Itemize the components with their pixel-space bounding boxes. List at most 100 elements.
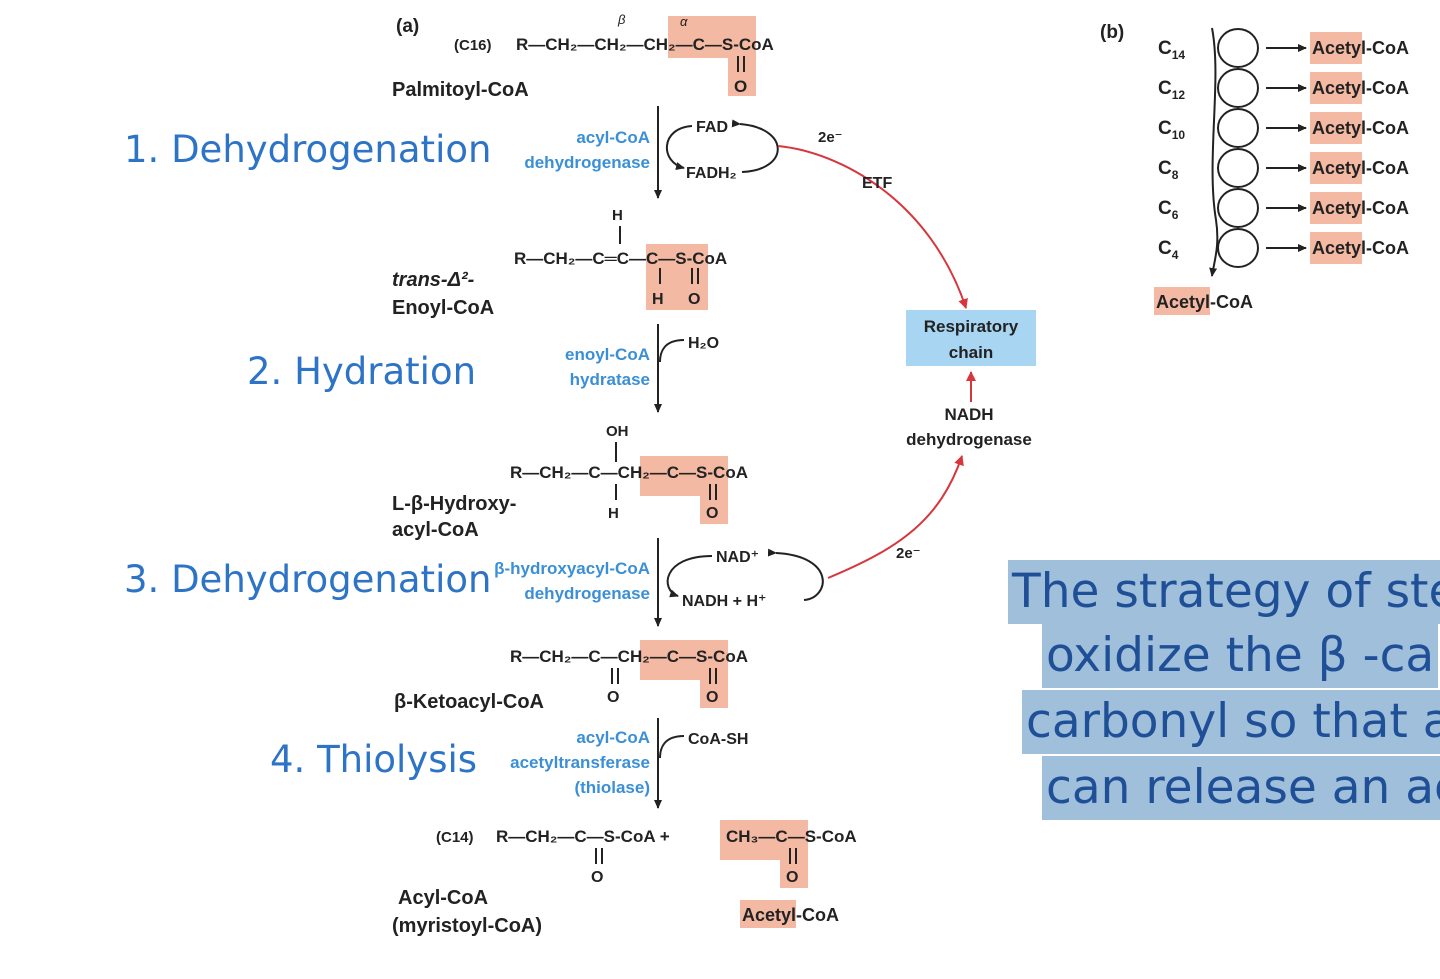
cycle-loop xyxy=(1217,108,1259,148)
two-e-label-1: 2e⁻ xyxy=(818,129,843,146)
step4-title: 4. Thiolysis xyxy=(270,738,478,781)
selected-quote-text[interactable]: The strategy of step oxidize the β -ca c… xyxy=(1008,560,1440,822)
panel-a-label: (a) xyxy=(396,16,419,37)
acetyl-highlight xyxy=(1310,72,1362,104)
step3-title: 3. Dehydrogenation xyxy=(124,558,492,601)
respiratory-chain-label-1: Respiratory xyxy=(924,317,1019,336)
respiratory-chain-box xyxy=(906,310,1036,366)
acetyl-highlight xyxy=(1310,112,1362,144)
step2-title: 2. Hydration xyxy=(247,350,477,393)
svg-text:R—CH₂—C—CH₂—C—S-CoA: R—CH₂—C—CH₂—C—S-CoA xyxy=(510,463,748,482)
acetyl-highlight xyxy=(1310,152,1362,184)
fadh2-label: FADH₂ xyxy=(686,165,737,182)
nadh-label: NADH + H⁺ xyxy=(682,593,766,610)
svg-text:O: O xyxy=(607,689,619,706)
panel-b-final-highlight xyxy=(1154,287,1210,315)
nadh-dh-label-1: NADH xyxy=(944,405,993,424)
step3-enzyme-2: dehydrogenase xyxy=(524,584,650,603)
two-e-label-2: 2e⁻ xyxy=(896,545,921,562)
acetyl-coa-label: Acetyl-CoA xyxy=(1312,78,1409,98)
svg-text:R—CH₂—CH₂—CH₂—C—S-CoA: R—CH₂—CH₂—CH₂—C—S-CoA xyxy=(516,35,774,54)
cycle-loop xyxy=(1217,68,1259,108)
fadh2-electron-arrow xyxy=(777,145,968,309)
step2-enzyme-1: enoyl-CoA xyxy=(565,345,650,364)
enoyl-coa-label-2: Enoyl-CoA xyxy=(392,297,494,319)
svg-text:R—CH₂—C—S-CoA +: R—CH₂—C—S-CoA + xyxy=(496,827,670,846)
panel-b-final-product: Acetyl-CoA xyxy=(1156,292,1253,312)
ketoacyl-coa-label: β-Ketoacyl-CoA xyxy=(394,691,544,713)
quote-line-2: oxidize the β -ca xyxy=(1042,624,1439,688)
cycle-loop xyxy=(1217,228,1259,268)
svg-text:R—CH₂—C═C—C—S-CoA: R—CH₂—C═C—C—S-CoA xyxy=(514,249,727,268)
acetyl-highlight xyxy=(1310,232,1362,264)
h2o-label: H₂O xyxy=(688,335,719,352)
svg-text:CH₃—C—S-CoA: CH₃—C—S-CoA xyxy=(726,827,857,846)
cycle-loop xyxy=(1217,28,1259,68)
chain-label-c8: C8 xyxy=(1158,158,1179,182)
acetyl-coa-label: Acetyl-CoA xyxy=(1312,158,1409,178)
panel-b-label: (b) xyxy=(1100,22,1124,43)
chain-label-c4: C4 xyxy=(1158,238,1179,262)
step1-enzyme-1: acyl-CoA xyxy=(576,128,650,147)
svg-text:O: O xyxy=(688,291,700,308)
quote-line-3: carbonyl so that a xyxy=(1022,690,1440,754)
step1-title: 1. Dehydrogenation xyxy=(124,128,492,171)
nadh-dh-label-2: dehydrogenase xyxy=(906,430,1032,449)
acetyl-coa-label: Acetyl-CoA xyxy=(1312,38,1409,58)
coash-label: CoA-SH xyxy=(688,731,748,748)
enoyl-coa-label-1: trans-Δ²- xyxy=(392,269,475,291)
chain-label-c10: C10 xyxy=(1158,118,1185,142)
svg-text:H: H xyxy=(612,207,623,224)
ketoacyl-coa-structure: R—CH₂—C—CH₂—C—S-CoA O O xyxy=(510,640,748,708)
step1-enzyme-2: dehydrogenase xyxy=(524,153,650,172)
acetyl-coa-label: Acetyl-CoA xyxy=(1312,238,1409,258)
quote-line-1: The strategy of step xyxy=(1008,560,1440,624)
hydroxyacyl-label-2: acyl-CoA xyxy=(392,519,479,541)
step2-enzyme-2: hydratase xyxy=(570,370,650,389)
beta-label: β xyxy=(617,12,626,27)
step3-enzyme-1: β-hydroxyacyl-CoA xyxy=(494,559,650,578)
step4-enzyme-1: acyl-CoA xyxy=(576,728,650,747)
chain-length-label: (C16) xyxy=(454,37,492,54)
acyl-coa-label-1: Acyl-CoA xyxy=(398,887,488,909)
acyl-coa-label-2: (myristoyl-CoA) xyxy=(392,915,542,937)
spiral-spine xyxy=(1209,27,1219,277)
acyl-coa-structure: (C14) R—CH₂—C—S-CoA + O xyxy=(436,827,670,886)
fad-label: FAD xyxy=(696,119,728,136)
svg-text:O: O xyxy=(786,869,798,886)
acetyl-highlight xyxy=(1310,192,1362,224)
palmitoyl-coa-structure: (C16) R—CH₂—CH₂—CH₂—C—S-CoA β α O xyxy=(454,12,774,96)
chain-label-c12: C12 xyxy=(1158,78,1185,102)
svg-text:O: O xyxy=(706,505,718,522)
enoyl-coa-structure: H R—CH₂—C═C—C—S-CoA H O xyxy=(514,207,727,310)
cycle-loop xyxy=(1217,148,1259,188)
svg-text:H: H xyxy=(652,291,664,308)
acetyl-coa-label: Acetyl-CoA xyxy=(1312,198,1409,218)
acetyl-coa-label: Acetyl-CoA xyxy=(1312,118,1409,138)
c14-chain-label: (C14) xyxy=(436,829,474,846)
alpha-label: α xyxy=(680,14,688,29)
quote-line-4: can release an ac xyxy=(1042,756,1440,820)
svg-text:R—CH₂—C—CH₂—C—S-CoA: R—CH₂—C—CH₂—C—S-CoA xyxy=(510,647,748,666)
svg-text:O: O xyxy=(734,77,747,96)
svg-text:O: O xyxy=(591,869,603,886)
acetyl-coa-product-label: Acetyl-CoA xyxy=(742,905,839,925)
svg-text:OH: OH xyxy=(606,423,629,440)
hydroxyacyl-coa-structure: OH R—CH₂—C—CH₂—C—S-CoA H O xyxy=(510,423,748,524)
acetyl-highlight xyxy=(1310,32,1362,64)
palmitoyl-coa-label: Palmitoyl-CoA xyxy=(392,79,529,101)
chain-label-c14: C14 xyxy=(1158,38,1185,62)
cycle-loop xyxy=(1217,188,1259,228)
nad-label: NAD⁺ xyxy=(716,549,759,566)
respiratory-chain-label-2: chain xyxy=(949,343,993,362)
nadh-electron-arrow xyxy=(827,455,964,579)
step4-enzyme-2: acetyltransferase xyxy=(510,753,650,772)
etf-label: ETF xyxy=(862,175,892,192)
chain-label-c6: C6 xyxy=(1158,198,1179,222)
svg-text:H: H xyxy=(608,505,619,522)
hydroxyacyl-label-1: L-β-Hydroxy- xyxy=(392,493,516,515)
acetyl-coa-product-structure: CH₃—C—S-CoA O xyxy=(720,820,857,928)
step4-enzyme-3: (thiolase) xyxy=(574,778,650,797)
